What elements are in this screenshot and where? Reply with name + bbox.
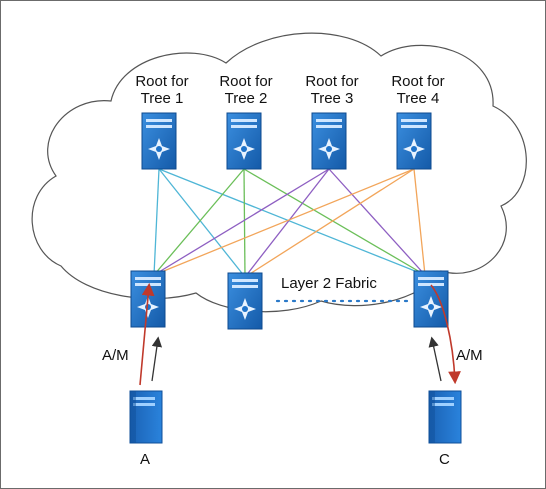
switches [130,112,449,330]
leaf-switch-right-icon [413,270,449,328]
tree-2-link-1 [153,168,245,276]
tree-4-link-1 [153,168,415,276]
tree-4-link-2 [244,168,415,278]
root-switch-tree-1-icon [141,112,177,170]
root-label-tree-2: Root for Tree 2 [201,73,291,107]
root-label-line2: Tree 2 [224,90,268,107]
leaf-switch-middle-icon [227,272,263,330]
host-a-uplink-dark [151,336,163,382]
host-c-link-label: A/M [456,347,483,364]
tree-2-link-3 [243,168,426,276]
root-label-line2: Tree 1 [140,90,184,107]
root-switch-tree-4-icon [396,112,432,170]
host-a-label: A [140,451,151,468]
root-label-line1: Root for [135,73,189,90]
root-label-line1: Root for [391,73,445,90]
host-a-link-label: A/M [102,347,129,364]
root-label-line1: Root for [219,73,273,90]
tree-3-link-3 [328,168,426,276]
host-a-server-icon [129,390,163,444]
host-c-uplink-dark [428,336,442,382]
tree-4-link-3 [413,168,426,276]
root-switch-tree-2-icon [226,112,262,170]
host-a-uplink-red [139,282,155,386]
tree-3-link-2 [244,168,330,278]
root-label-line1: Root for [305,73,359,90]
root-label-line2: Tree 3 [310,90,354,107]
host-c-downlink-red [430,284,461,385]
tree-1-link-2 [158,168,246,278]
root-label-line2: Tree 4 [396,90,440,107]
host-c-server-icon [428,390,462,444]
tree-2-link-2 [243,168,246,278]
root-label-tree-3: Root for Tree 3 [287,73,377,107]
tree-1-link-1 [153,168,160,276]
root-label-tree-4: Root for Tree 4 [373,73,463,107]
layer2-fabric-label: Layer 2 Fabric [279,275,379,292]
root-switch-tree-3-icon [311,112,347,170]
root-label-tree-1: Root for Tree 1 [117,73,207,107]
tree-3-link-1 [153,168,330,276]
tree-1-link-3 [158,168,426,276]
tree-links [153,168,426,278]
fabric-cloud [31,32,527,313]
host-c-label: C [439,451,450,468]
